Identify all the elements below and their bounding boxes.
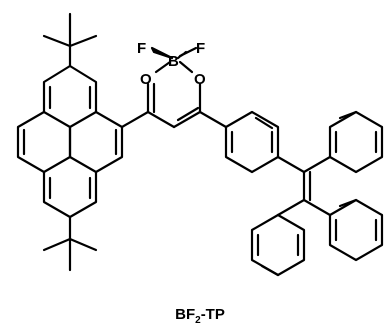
tetraphenylethylene-core <box>276 155 332 217</box>
tert-butyl-bottom <box>42 215 98 272</box>
dioxaborine-ring <box>120 60 202 129</box>
compound-caption: BF2-TP <box>175 306 225 326</box>
atom-labels: F F B O O <box>137 40 206 88</box>
caption-subscript: 2 <box>195 315 201 326</box>
pyrene-core <box>16 64 124 219</box>
atom-boron: B <box>168 53 179 70</box>
atom-oxygen-left: O <box>140 71 152 88</box>
bond-skeleton <box>16 12 384 277</box>
tert-butyl-top <box>42 12 98 68</box>
phenylene-ring <box>198 110 280 174</box>
atom-oxygen-right: O <box>194 71 206 88</box>
atom-fluorine-right: F <box>196 40 205 57</box>
atom-fluorine-left: F <box>137 40 146 57</box>
caption-main: BF <box>175 306 195 323</box>
phenyl-lower-left <box>250 213 306 277</box>
phenyl-upper-right <box>328 110 384 174</box>
caption-suffix: -TP <box>201 306 225 323</box>
phenyl-lower-right <box>328 198 384 262</box>
boron-fluorine-bonds <box>150 46 198 60</box>
